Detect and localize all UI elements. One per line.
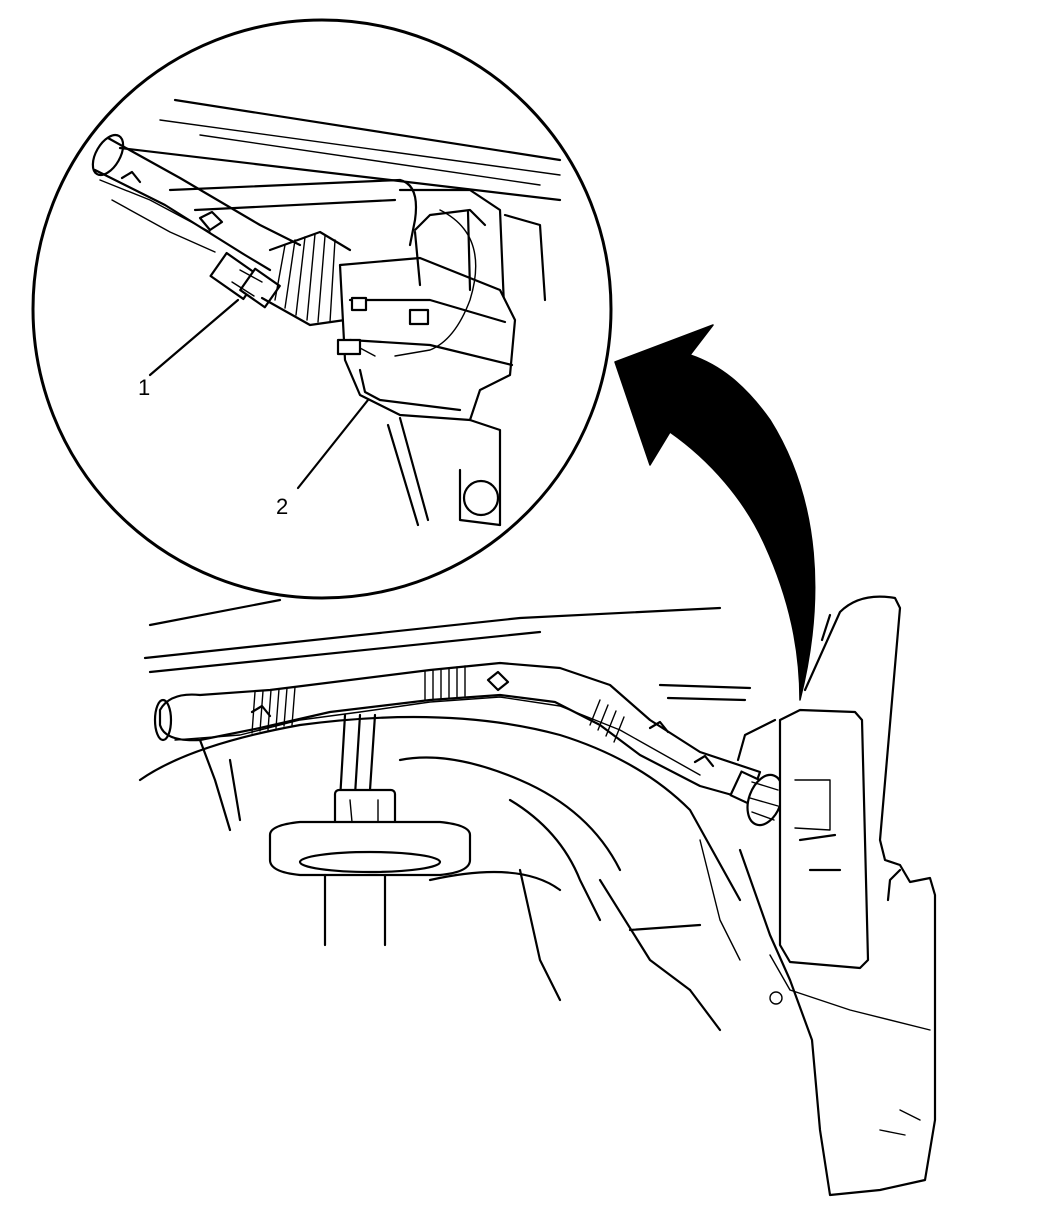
callout-1: 1: [138, 298, 240, 400]
detail-view: 1 2: [31, 18, 613, 600]
callout-1-label: 1: [138, 375, 150, 400]
main-view: [138, 595, 937, 1197]
leader-line-1: [148, 298, 240, 377]
detail-circle: [31, 18, 613, 600]
module-bracket-main: [736, 708, 870, 970]
detail-contents: [91, 98, 562, 527]
callout-2-label: 2: [276, 494, 288, 519]
harness-conduit-main: [153, 661, 762, 802]
sensor-module-detail: [336, 208, 517, 422]
strut-tower: [268, 788, 472, 947]
detail-arrow: [614, 324, 816, 701]
leader-line-2: [296, 398, 370, 490]
callout-2: 2: [276, 398, 370, 519]
corrugated-sleeve-detail: [260, 230, 352, 327]
rail-panel: [738, 595, 937, 1197]
